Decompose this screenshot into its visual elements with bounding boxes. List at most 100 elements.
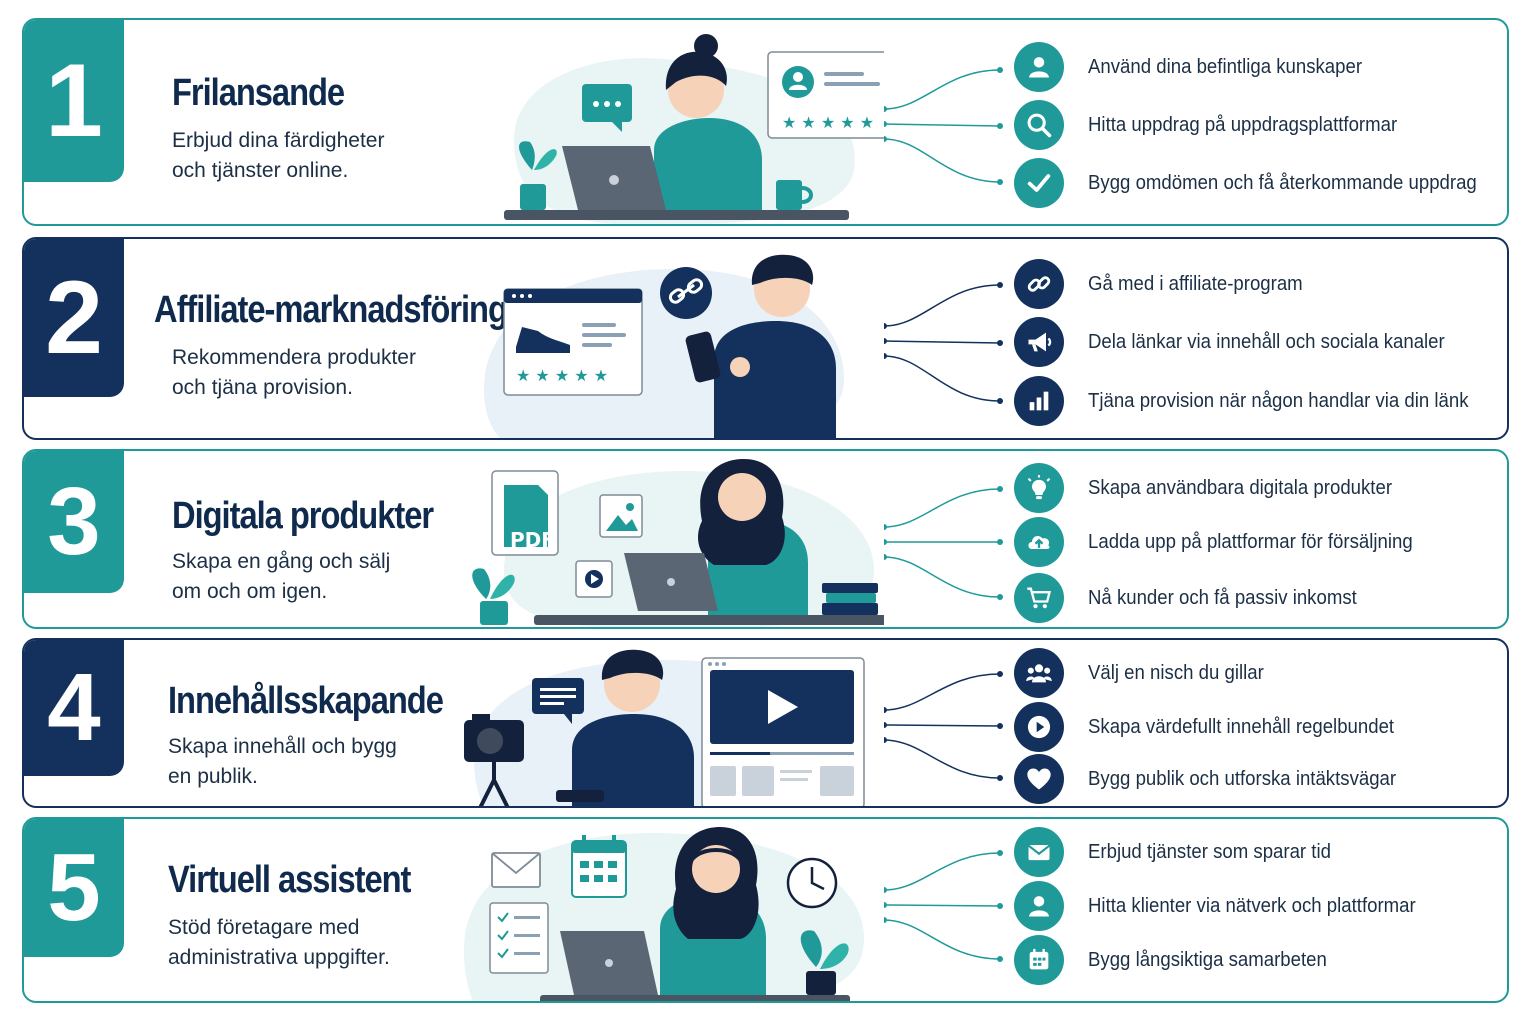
connector-lines — [884, 282, 1003, 404]
feature-row: Bygg långsiktiga samarbeten — [1014, 935, 1345, 985]
calendar-icon — [1014, 935, 1064, 985]
feature-text: Dela länkar via innehåll och sociala kan… — [1088, 330, 1445, 353]
pdf-label: PDF — [510, 528, 555, 552]
svg-text:★ ★ ★ ★ ★: ★ ★ ★ ★ ★ — [516, 366, 608, 385]
virtual-assistant-illustration — [464, 827, 864, 1001]
step-number: 3 — [24, 451, 124, 593]
affiliate-illustration: ★ ★ ★ ★ ★ — [484, 254, 844, 438]
connector-lines — [884, 850, 1003, 962]
envelope-icon — [491, 852, 541, 888]
feature-text: Välj en nisch du gillar — [1088, 661, 1264, 684]
card-frilansande: 1 Frilansande Erbjud dina färdigheter oc… — [22, 18, 1509, 226]
feature-text: Bygg publik och utforska intäktsvägar — [1088, 767, 1397, 790]
card-description: Rekommendera produkter och tjäna provisi… — [172, 346, 416, 399]
svg-text:★ ★ ★ ★ ★: ★ ★ ★ ★ ★ — [782, 113, 874, 132]
connector-lines — [884, 486, 1003, 600]
camera-tripod-icon — [464, 714, 524, 806]
books-icon — [822, 583, 878, 615]
mug-icon — [776, 180, 813, 210]
plant-icon — [800, 930, 849, 995]
plant-icon — [472, 568, 515, 625]
link-icon — [1014, 259, 1064, 309]
feature-text: Tjäna provision när någon handlar via di… — [1088, 389, 1469, 412]
cart-icon — [1014, 573, 1064, 623]
message-bubble-icon — [532, 678, 584, 724]
calendar-icon — [571, 835, 627, 898]
card-description: Erbjud dina färdigheter och tjänster onl… — [172, 129, 385, 182]
megaphone-icon — [1014, 317, 1064, 367]
link-badge-icon — [660, 267, 712, 319]
plant-icon — [519, 141, 557, 210]
feature-text: Gå med i affiliate-program — [1088, 272, 1303, 295]
laptop-icon — [624, 553, 718, 611]
image-file-icon — [599, 494, 643, 538]
card-description: Skapa innehåll och bygg en publik. — [168, 735, 397, 788]
step-number: 4 — [24, 640, 124, 776]
person-figure — [556, 649, 694, 806]
feature-row: Gå med i affiliate-program — [1014, 259, 1319, 309]
feature-row: Bygg omdömen och få återkommande uppdrag — [1014, 158, 1506, 208]
card-title: Digitala produkter — [172, 495, 434, 537]
feature-row: Skapa användbara digitala produkter — [1014, 463, 1415, 513]
feature-row: Skapa värdefullt innehåll regelbundet — [1014, 702, 1417, 752]
video-player-window — [701, 657, 865, 806]
feature-text: Ladda upp på plattformar för försäljning — [1088, 530, 1413, 553]
freelancer-illustration: ★ ★ ★ ★ ★ — [504, 34, 884, 224]
feature-text: Skapa värdefullt innehåll regelbundet — [1088, 715, 1395, 738]
card-description: Skapa en gång och sälj om och om igen. — [172, 550, 391, 603]
laptop-icon — [562, 146, 666, 210]
person-with-headset — [660, 827, 766, 995]
feature-row: Hitta uppdrag på uppdragsplattformar — [1014, 100, 1420, 150]
feature-row: Hitta klienter via nätverk och plattform… — [1014, 881, 1440, 931]
digital-products-illustration: PDF — [472, 459, 884, 627]
feature-text: Bygg långsiktiga samarbeten — [1088, 948, 1327, 971]
person-figure — [654, 34, 762, 210]
checkmark-icon — [1014, 158, 1064, 208]
clock-icon — [786, 857, 838, 909]
user-icon — [1014, 42, 1064, 92]
feature-text: Erbjud tjänster som sparar tid — [1088, 840, 1331, 863]
feature-text: Hitta klienter via nätverk och plattform… — [1088, 894, 1416, 917]
card-description: Stöd företagare med administrativa uppgi… — [168, 916, 390, 969]
person-figure — [698, 459, 808, 615]
feature-row: Nå kunder och få passiv inkomst — [1014, 573, 1377, 623]
card-innehallsskapande: 4 Innehållsskapande Skapa innehåll och b… — [22, 638, 1509, 808]
feature-text: Bygg omdömen och få återkommande uppdrag — [1088, 171, 1477, 194]
feature-row: Dela länkar via innehåll och sociala kan… — [1014, 317, 1472, 367]
search-icon — [1014, 100, 1064, 150]
feature-row: Ladda upp på plattformar för försäljning — [1014, 517, 1437, 567]
connector-lines — [884, 671, 1003, 781]
envelope-icon — [1014, 827, 1064, 877]
video-tile-icon — [575, 560, 613, 598]
content-creator-illustration — [464, 649, 865, 806]
feature-text: Hitta uppdrag på uppdragsplattformar — [1088, 113, 1398, 136]
group-icon — [1014, 648, 1064, 698]
connector-lines — [884, 67, 1003, 185]
play-icon — [1014, 702, 1064, 752]
feature-row: Bygg publik och utforska intäktsvägar — [1014, 754, 1419, 804]
feature-row: Välj en nisch du gillar — [1014, 648, 1277, 698]
checklist-icon — [489, 902, 549, 974]
bar-chart-icon — [1014, 376, 1064, 426]
chat-bubble-icon — [582, 84, 632, 132]
user-icon — [1014, 881, 1064, 931]
feature-text: Använd dina befintliga kunskaper — [1088, 55, 1363, 78]
heart-icon — [1014, 754, 1064, 804]
card-digitala-produkter: 3 Digitala produkter Skapa en gång och s… — [22, 449, 1509, 629]
step-number: 2 — [24, 239, 124, 397]
feature-row: Tjäna provision när någon handlar via di… — [1014, 376, 1497, 426]
step-number: 5 — [24, 819, 124, 957]
pdf-document-icon: PDF — [491, 470, 559, 556]
card-virtuell-assistent: 5 Virtuell assistent Stöd företagare med… — [22, 817, 1509, 1003]
feature-text: Skapa användbara digitala produkter — [1088, 476, 1393, 499]
feature-text: Nå kunder och få passiv inkomst — [1088, 586, 1357, 609]
profile-review-card: ★ ★ ★ ★ ★ — [767, 51, 884, 139]
card-affiliate: 2 Affiliate-marknadsföring Rekommendera … — [22, 237, 1509, 440]
product-card: ★ ★ ★ ★ ★ — [503, 288, 643, 396]
feature-row: Erbjud tjänster som sparar tid — [1014, 827, 1349, 877]
card-title: Affiliate-marknadsföring — [154, 289, 508, 331]
feature-row: Använd dina befintliga kunskaper — [1014, 42, 1383, 92]
laptop-icon — [560, 931, 658, 995]
card-title: Frilansande — [172, 72, 345, 114]
card-title: Virtuell assistent — [168, 859, 411, 901]
